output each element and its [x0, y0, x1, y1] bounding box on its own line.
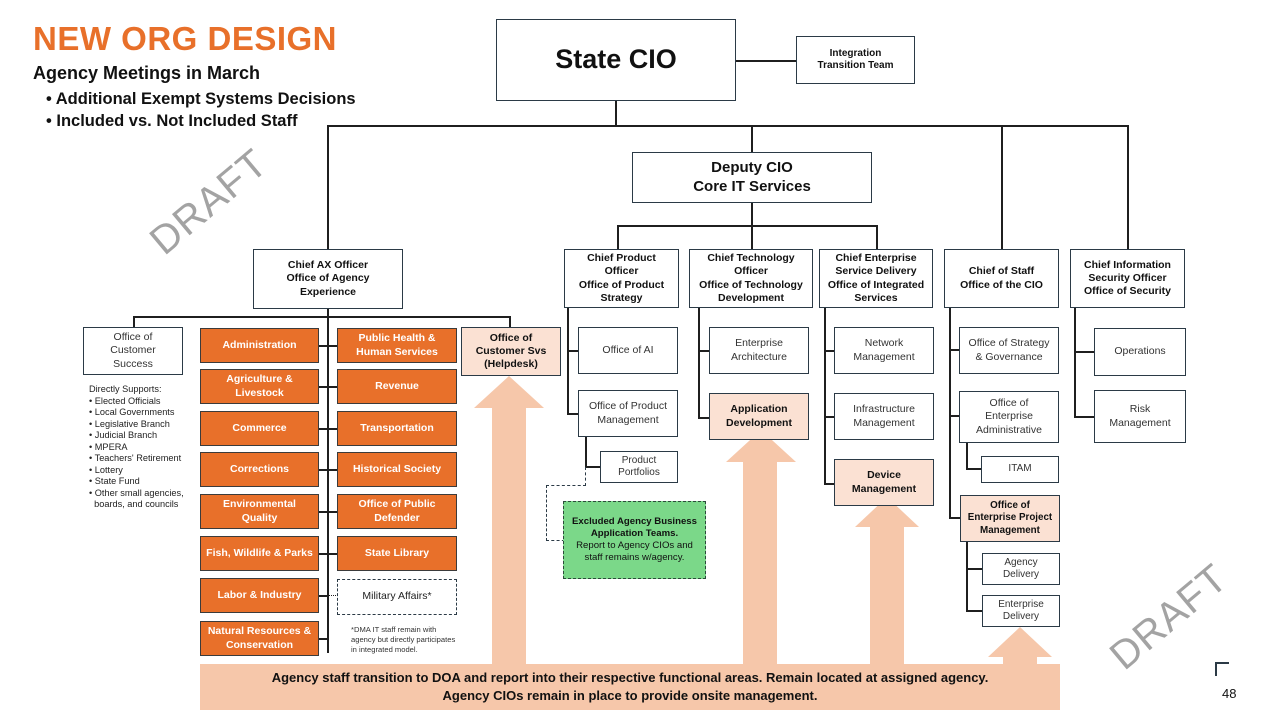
agency-box: Historical Society [337, 452, 457, 487]
excluded-teams-box: Excluded Agency Business Application Tea… [563, 501, 706, 579]
dma-footnote: *DMA IT staff remain with agency but dir… [351, 625, 456, 654]
enterprise-project-management-box: Office of Enterprise Project Management [960, 495, 1060, 542]
itam-box: ITAM [981, 456, 1059, 483]
agency-box: Natural Resources & Conservation [200, 621, 319, 656]
strategy-governance-box: Office of Strategy & Governance [959, 327, 1059, 374]
ciso-box: Chief Information Security Officer Offic… [1070, 249, 1185, 308]
transition-banner: Agency staff transition to DOA and repor… [200, 664, 1060, 710]
supports-item: boards, and councils [94, 499, 179, 509]
agency-box: Office of Public Defender [337, 494, 457, 529]
enterprise-administrative-box: Office of Enterprise Administrative [959, 391, 1059, 443]
chief-product-officer-box: Chief Product Officer Office of Product … [564, 249, 679, 308]
up-arrow [855, 497, 919, 672]
agency-box: Revenue [337, 369, 457, 404]
excluded-teams-text: Report to Agency CIOs and staff remains … [576, 540, 693, 563]
enterprise-architecture-box: Enterprise Architecture [709, 327, 809, 374]
supports-item: • Other small agencies, [89, 487, 184, 498]
page-number: 48 [1222, 686, 1237, 701]
chief-ax-officer-box: Chief AX Officer Office of Agency Experi… [253, 249, 403, 309]
up-arrow [474, 376, 544, 678]
enterprise-delivery-box: Enterprise Delivery [982, 595, 1060, 627]
deputy-cio-box: Deputy CIO Core IT Services [632, 152, 872, 203]
chief-of-staff-box: Chief of Staff Office of the CIO [944, 249, 1059, 308]
supports-heading: Directly Supports: [89, 384, 162, 394]
agency-box: Commerce [200, 411, 319, 446]
integration-team-box: Integration Transition Team [796, 36, 915, 84]
supports-item: • MPERA [89, 441, 128, 452]
directly-supports-list: Directly Supports: • Elected Officials •… [89, 384, 184, 511]
product-portfolios-box: Product Portfolios [600, 451, 678, 483]
risk-management-box: Risk Management [1094, 390, 1186, 443]
supports-item: • State Fund [89, 476, 140, 486]
application-development-box: Application Development [709, 393, 809, 440]
bullet-item: • Included vs. Not Included Staff [46, 112, 298, 130]
product-management-box: Office of Product Management [578, 390, 678, 437]
supports-item: • Local Governments [89, 407, 175, 417]
military-affairs-box: Military Affairs* [337, 579, 457, 615]
bullet-text: Additional Exempt Systems Decisions [55, 90, 356, 108]
corner-mark [1215, 662, 1229, 676]
banner-line: Agency staff transition to DOA and repor… [271, 670, 989, 685]
slide-subtitle: Agency Meetings in March [33, 63, 261, 83]
supports-item: • Lottery [89, 464, 123, 475]
excluded-teams-heading: Excluded Agency Business Application Tea… [572, 516, 697, 540]
bullet-text: Included vs. Not Included Staff [56, 112, 298, 130]
infrastructure-management-box: Infrastructure Management [834, 393, 934, 440]
up-arrow [726, 430, 796, 672]
draft-watermark: DRAFT [1101, 555, 1236, 679]
agency-box: Labor & Industry [200, 578, 319, 613]
draft-watermark: DRAFT [141, 140, 276, 264]
device-management-box: Device Management [834, 459, 934, 506]
agency-box: Public Health & Human Services [337, 328, 457, 363]
supports-item: • Teachers' Retirement [89, 453, 182, 463]
customer-success-box: Office of Customer Success [83, 327, 183, 375]
slide-title: NEW ORG DESIGN [33, 20, 338, 57]
agency-box: State Library [337, 536, 457, 571]
agency-box: Transportation [337, 411, 457, 446]
office-of-ai-box: Office of AI [578, 327, 678, 374]
chief-enterprise-service-box: Chief Enterprise Service Delivery Office… [819, 249, 933, 308]
chief-technology-officer-box: Chief Technology Officer Office of Techn… [689, 249, 813, 308]
agency-delivery-box: Agency Delivery [982, 553, 1060, 585]
customer-svs-helpdesk-box: Office of Customer Svs (Helpdesk) [461, 327, 561, 376]
network-management-box: Network Management [834, 327, 934, 374]
agency-box: Administration [200, 328, 319, 363]
bullet-item: • Additional Exempt Systems Decisions [46, 90, 356, 108]
agency-box: Agriculture & Livestock [200, 369, 319, 404]
state-cio-box: State CIO [496, 19, 736, 101]
agency-box: Fish, Wildlife & Parks [200, 536, 319, 571]
banner-line: Agency CIOs remain in place to provide o… [442, 688, 818, 703]
supports-item: • Judicial Branch [89, 430, 158, 440]
agency-box: Corrections [200, 452, 319, 487]
supports-item: • Elected Officials [89, 395, 161, 406]
operations-box: Operations [1094, 328, 1186, 376]
supports-item: • Legislative Branch [89, 418, 170, 429]
agency-box: Environmental Quality [200, 494, 319, 529]
